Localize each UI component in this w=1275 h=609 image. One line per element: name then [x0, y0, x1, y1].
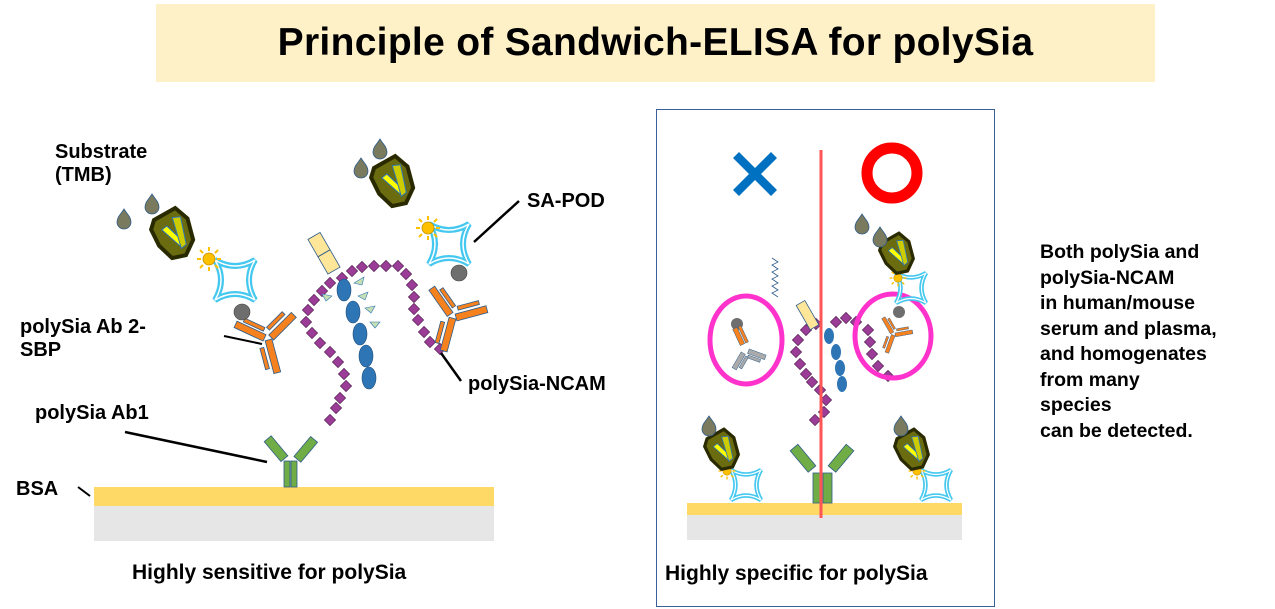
label-ab2-line2: SBP — [20, 339, 62, 361]
ncam-leader-line — [439, 352, 463, 382]
bsa-leader-line — [77, 486, 91, 497]
substrate-drop-bottom-right — [893, 415, 909, 437]
plate-left — [94, 487, 494, 541]
side-note-line: species — [1040, 394, 1112, 416]
antibody-specific — [871, 313, 917, 360]
side-note-line: in human/mouse — [1040, 292, 1195, 314]
biotin-sun-left — [196, 246, 222, 272]
polysia-chain — [300, 260, 446, 426]
caption-left: Highly sensitive for polySia — [132, 561, 407, 584]
bsa-layer — [94, 487, 494, 506]
side-note-line: from many — [1040, 368, 1140, 391]
ab1-leader-line — [124, 430, 268, 464]
streptavidin-bottom-left — [731, 470, 761, 500]
ab2-leader-line — [223, 335, 263, 345]
side-note-line: serum and plasma, — [1040, 317, 1217, 340]
label-substrate-line2: (TMB) — [55, 164, 112, 186]
peroxidase-left — [144, 203, 202, 266]
cross-icon — [733, 152, 777, 196]
title-banner: Principle of Sandwich-ELISA for polySia — [156, 4, 1155, 82]
streptavidin-2 — [429, 224, 469, 264]
biotin-sbp — [233, 303, 251, 321]
label-ab2-line1: polySia Ab 2- — [20, 316, 146, 338]
label-sa-pod: SA-POD — [527, 190, 605, 212]
side-note-line: Both polySia and — [1040, 241, 1200, 263]
caption-right: Highly specific for polySia — [665, 562, 928, 585]
streptavidin-left — [215, 260, 255, 300]
ncam-right — [771, 257, 847, 392]
label-substrate: Substrate (TMB) — [55, 141, 147, 187]
side-note: Both polySia and polySia-NCAM in human/m… — [1040, 240, 1217, 444]
label-bsa: BSA — [16, 478, 59, 500]
side-note-line: can be detected. — [1040, 419, 1193, 442]
capture-antibody-right — [789, 443, 855, 504]
label-substrate-line1: Substrate — [55, 141, 148, 163]
highlight-ring-left — [707, 293, 785, 387]
streptavidin-bottom-right — [921, 470, 951, 500]
biotin-sbp-2 — [450, 264, 468, 282]
capture-antibody-ab1 — [263, 435, 319, 488]
substrate-drop-top-right — [854, 213, 888, 248]
side-note-line: polySia-NCAM — [1040, 266, 1175, 289]
label-polysia-ncam: polySia-NCAM — [468, 373, 606, 395]
detection-antibody-ab2-2 — [414, 280, 493, 360]
label-ab1: polySia Ab1 — [35, 402, 149, 424]
page-title: Principle of Sandwich-ELISA for polySia — [277, 21, 1034, 64]
substrate-drop-bottom-left — [701, 415, 717, 437]
circle-icon — [861, 142, 923, 204]
label-ab2-sbp: polySia Ab 2- SBP — [20, 316, 146, 362]
ncam-protein — [307, 231, 381, 390]
specificity-panel — [656, 109, 995, 607]
peroxidase-2 — [364, 151, 422, 214]
biotin-right-ring — [893, 306, 905, 318]
antibody-nonspecific — [731, 325, 767, 371]
side-note-line: and homogenates — [1040, 343, 1207, 365]
bsa-layer-right — [687, 503, 962, 515]
plate-well-right — [687, 515, 962, 540]
plate-well — [94, 506, 494, 541]
sa-pod-leader-line — [473, 200, 520, 243]
highlight-ring-right — [852, 291, 934, 381]
biotin-sun-2 — [415, 215, 441, 241]
